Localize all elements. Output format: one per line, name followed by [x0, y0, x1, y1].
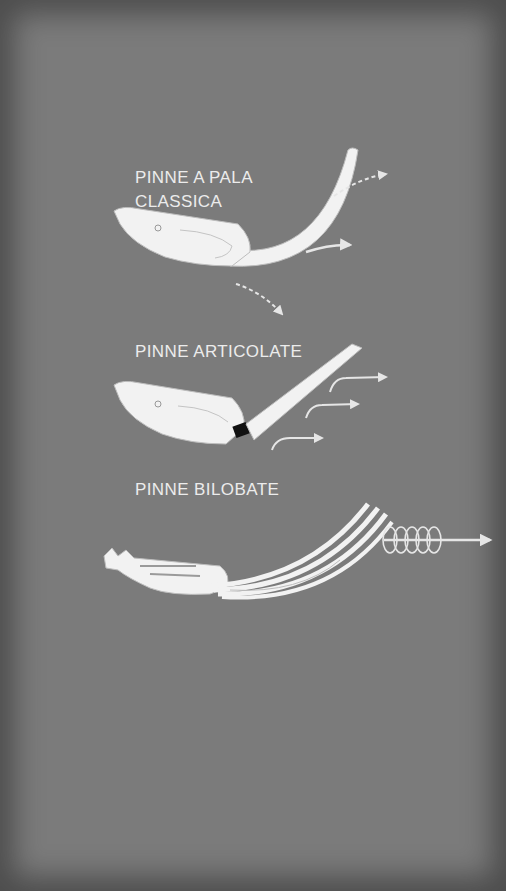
bilobate-fin [104, 504, 490, 598]
fin-type-label: PINNE ARTICOLATE [135, 340, 302, 364]
fin-type-label: PINNE A PALA CLASSICA [135, 166, 285, 214]
fin-type-label: PINNE BILOBATE [135, 478, 279, 502]
classic-fin [114, 148, 386, 314]
